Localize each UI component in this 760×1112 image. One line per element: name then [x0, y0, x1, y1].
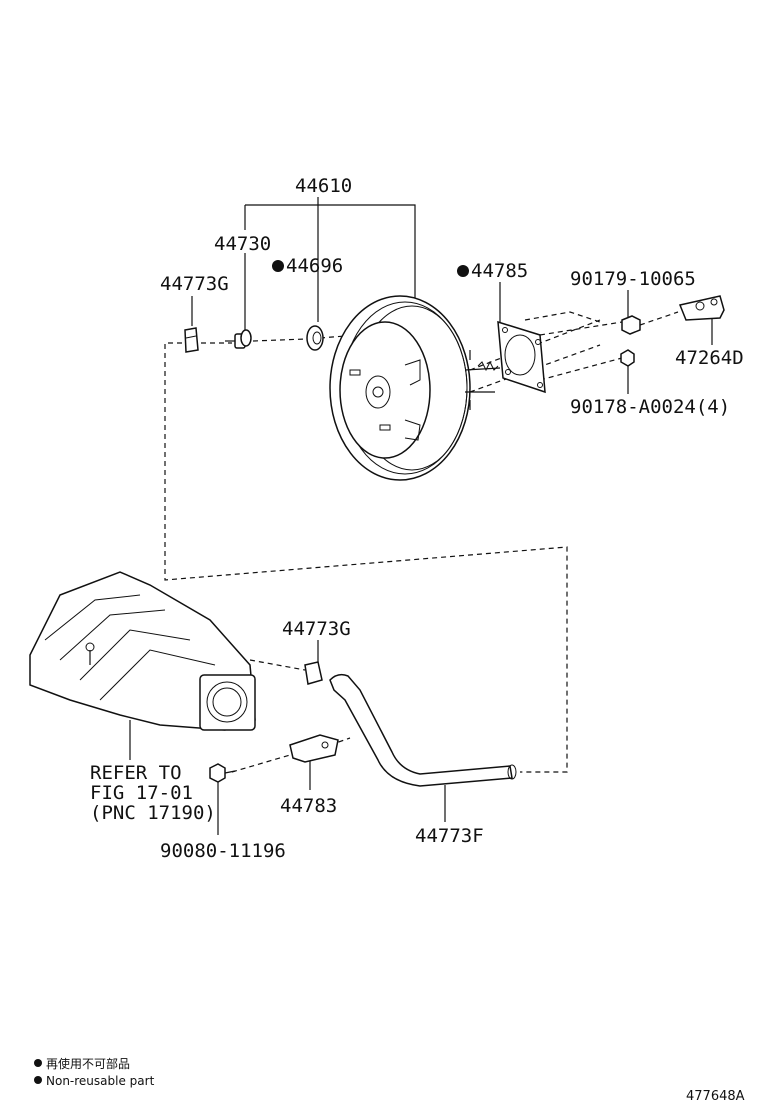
reference-line-3: (PNC 17190) [90, 802, 216, 824]
bolt-icon [209, 763, 236, 783]
part-labels: 44610 44730 44696 44773G 44785 90179-100… [90, 175, 744, 862]
hose-clip-icon [184, 327, 199, 353]
label-90179-10065: 90179-10065 [570, 268, 696, 290]
grommet-icon [306, 325, 324, 351]
legend-english: Non-reusable part [46, 1074, 155, 1088]
label-44773g-top: 44773G [160, 273, 229, 295]
nut-icon [620, 349, 635, 367]
legend: 再使用不可部品 Non-reusable part [34, 1056, 155, 1088]
hose-clip-icon [304, 661, 323, 685]
reference-line-2: FIG 17-01 [90, 782, 193, 804]
label-44730: 44730 [214, 233, 271, 255]
non-reusable-marker-icon [34, 1059, 42, 1067]
check-valve-icon [225, 329, 252, 349]
legend-japanese: 再使用不可部品 [46, 1056, 130, 1071]
nut-icon [621, 315, 641, 335]
non-reusable-marker-icon [272, 260, 284, 272]
label-47264d: 47264D [675, 347, 744, 369]
brake-booster-icon [329, 295, 501, 481]
vacuum-hose-icon [329, 673, 517, 787]
leader-lines [129, 197, 713, 835]
label-44783: 44783 [280, 795, 337, 817]
gasket-icon [497, 320, 546, 394]
intake-manifold-icon [29, 571, 256, 731]
non-reusable-marker-icon [34, 1076, 42, 1084]
non-reusable-marker-icon [457, 265, 469, 277]
label-44773g-mid: 44773G [282, 618, 351, 640]
label-44696: 44696 [286, 255, 343, 277]
label-44773f: 44773F [415, 825, 484, 847]
label-44610: 44610 [295, 175, 352, 197]
figure-id: 477648A [686, 1089, 745, 1104]
bracket-icon [289, 734, 339, 763]
label-90080-11196: 90080-11196 [160, 840, 286, 862]
clevis-icon [678, 295, 725, 321]
label-44785: 44785 [471, 260, 528, 282]
reference-line-1: REFER TO [90, 762, 182, 784]
label-90178-a0024: 90178-A0024(4) [570, 396, 730, 418]
